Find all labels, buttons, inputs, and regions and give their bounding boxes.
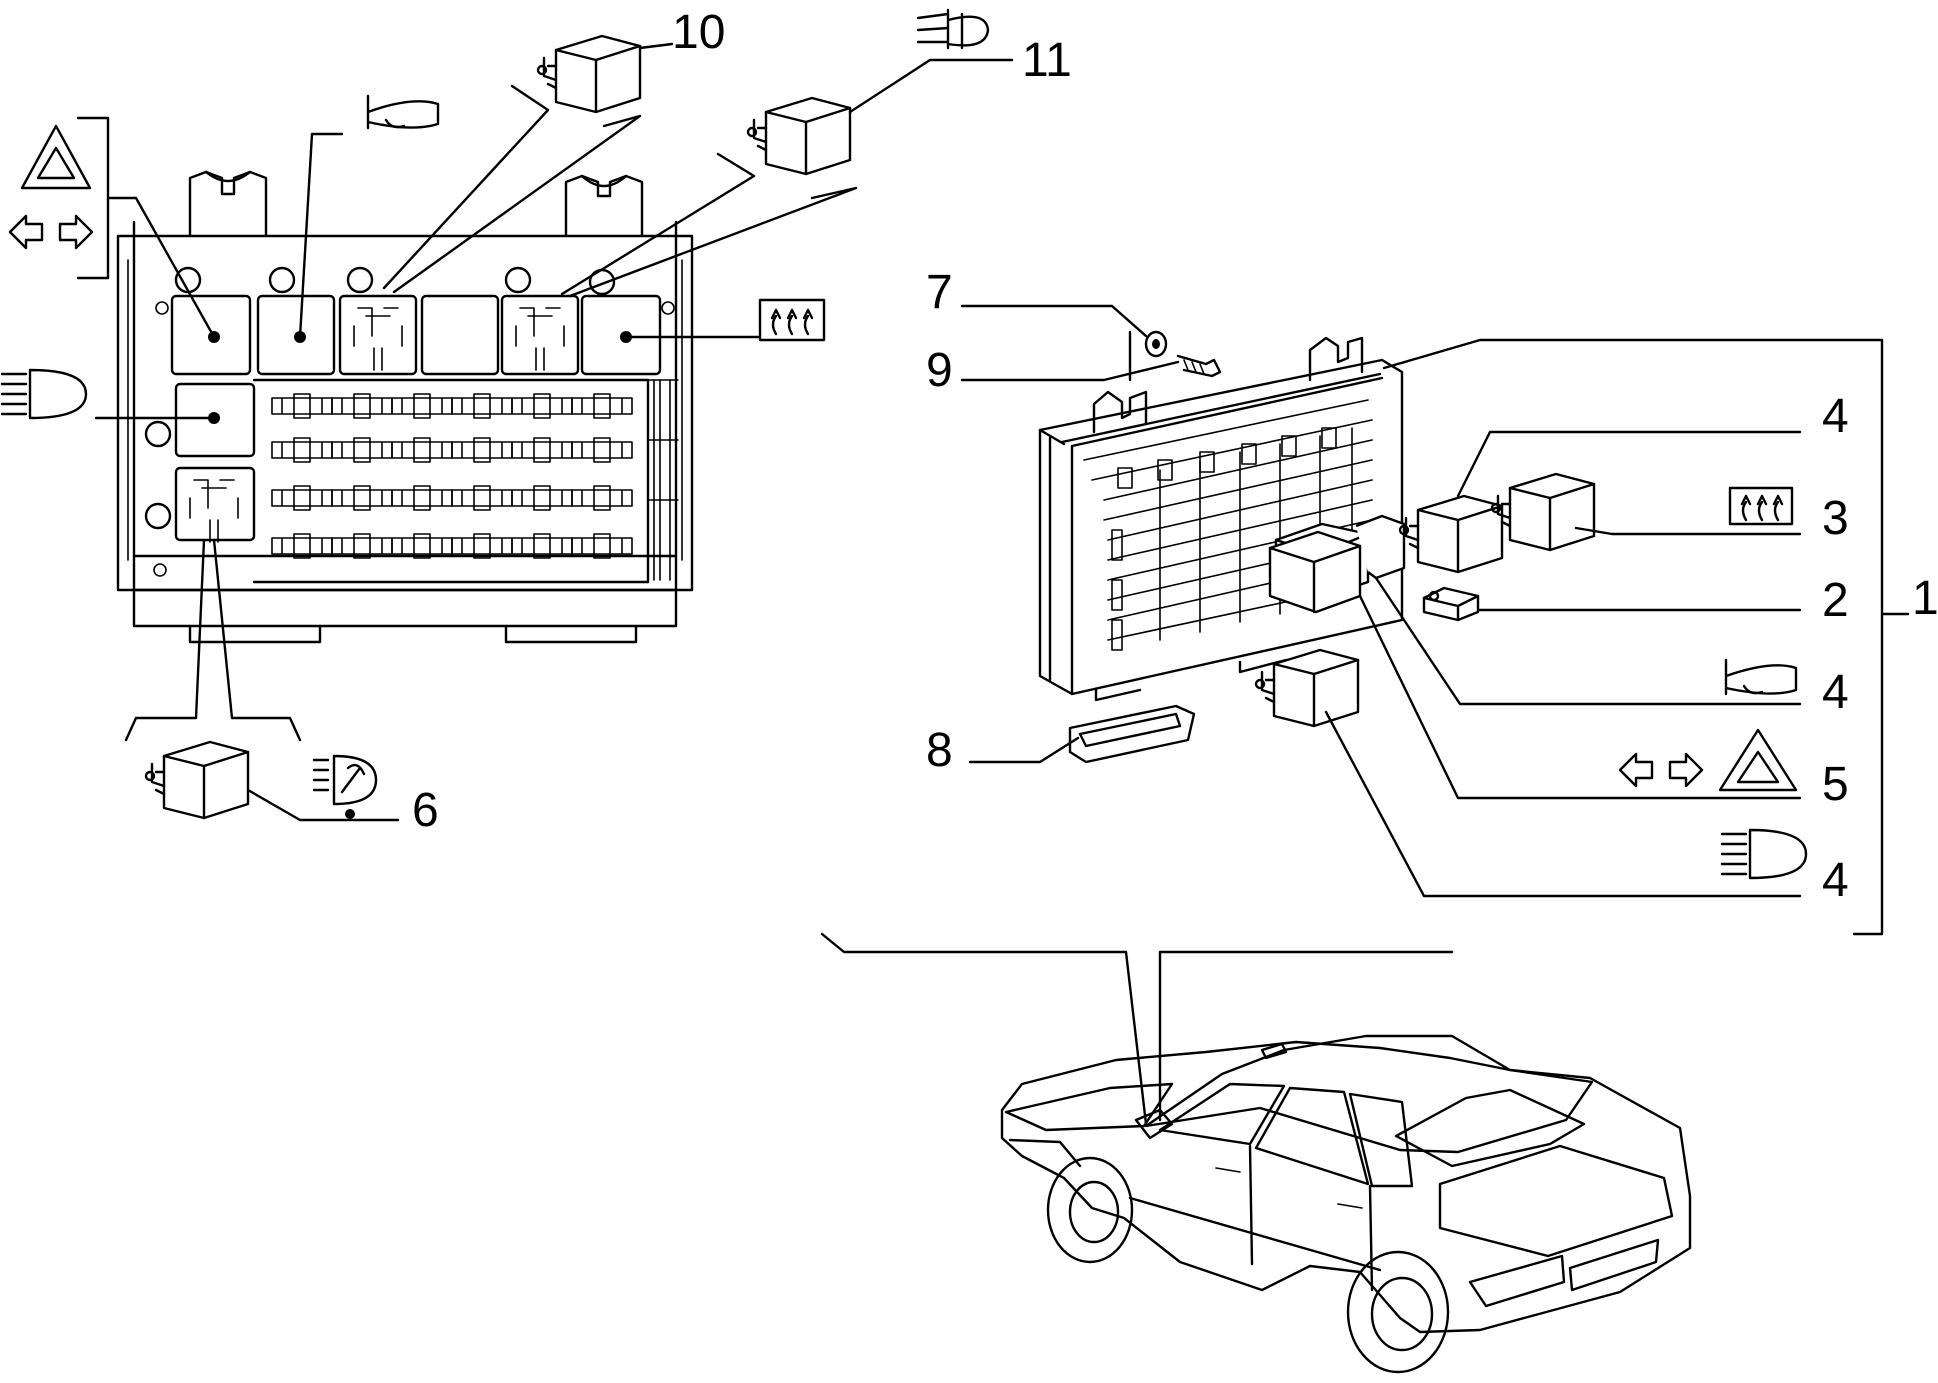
callout-8-leader [968,736,1080,764]
callout-10: 10 [672,6,725,59]
relay-10 [536,34,674,114]
hazard-warning-icon [20,124,92,190]
rear-window-defrost-icon [758,298,826,342]
callout-3-leader [1574,526,1802,536]
relay-11-leader [560,152,858,298]
callout-1-bracket [1382,338,1910,936]
relay-4-bottom [1254,648,1360,728]
callout-6: 6 [412,784,439,837]
car-location-leader [820,932,1454,1126]
fuse-box-front-view [116,170,694,644]
turn-signal-arrows-icon [8,214,94,250]
callout-4c: 4 [1822,854,1849,907]
callout-11: 11 [1022,34,1072,87]
callout-3: 3 [1822,492,1849,545]
headlamp-washer-icon [312,754,378,819]
low-beam-headlight-icon-right [1720,828,1808,880]
hazard-relay-callout [76,116,216,339]
callout-2: 2 [1822,574,1849,627]
callout-4c-leader [1324,710,1802,898]
callout-4b-leader [1374,576,1802,706]
callout-8: 8 [926,724,953,777]
relay-10-leader [382,84,642,294]
horn-leader [298,132,344,339]
callout-9: 9 [926,344,953,397]
washer-7 [1144,330,1168,358]
turn-signal-arrows-icon-right [1618,752,1704,788]
callout-4b: 4 [1822,666,1849,719]
low-beam-headlight-icon [0,368,88,420]
relay-3 [1490,472,1596,552]
callout-4a-leader [1456,430,1802,498]
callout-7: 7 [926,266,953,319]
plugged-relays [1268,514,1406,614]
callout-5: 5 [1822,758,1849,811]
callout-5-leader [1358,594,1802,800]
callout-4a: 4 [1822,390,1849,443]
relay-6-leader [124,538,302,742]
horn-icon-right [1724,658,1798,696]
callout-1: 1 [1912,572,1938,625]
cover-8 [1068,704,1196,764]
callout-9-leader [960,330,1180,382]
horn-icon [366,94,440,130]
screw-9 [1176,354,1222,378]
callout-7-leader [960,304,1148,338]
relay-11 [746,58,1014,176]
relay-6-callout-line [246,788,400,822]
relay-6 [144,740,250,820]
hazard-warning-icon-right [1718,728,1798,792]
fog-light-icon [916,8,990,50]
rear-window-defrost-icon-right [1728,486,1794,526]
car-illustration [1000,1034,1692,1374]
fuse-2 [1422,586,1480,622]
fuse-box-exploded [1038,336,1404,702]
relay-4-top [1398,494,1504,574]
